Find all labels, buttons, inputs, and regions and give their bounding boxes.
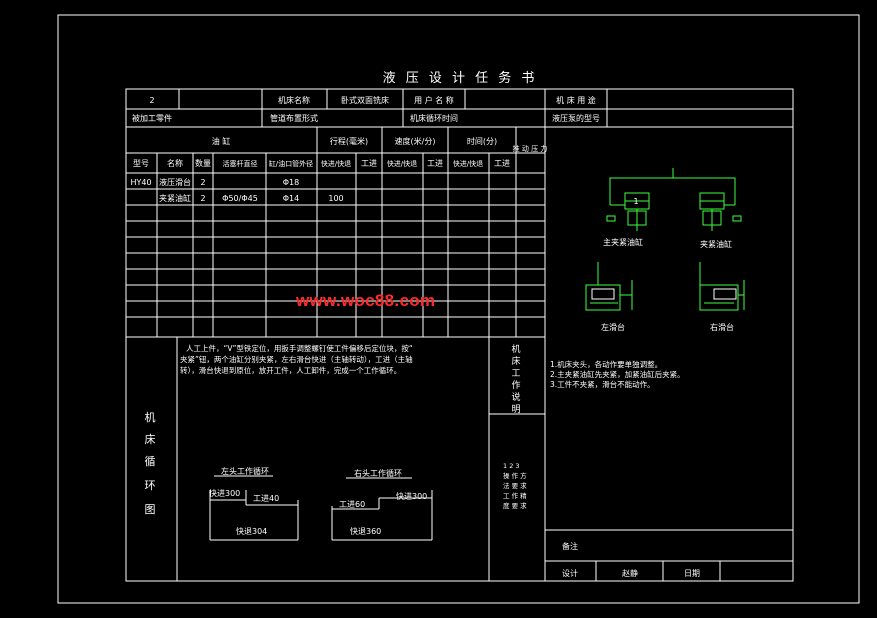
col-pipe: 缸/油口管外径 (269, 159, 313, 168)
svg-text:法 要 求: 法 要 求 (503, 481, 527, 490)
workpiece-label: 被加工零件 (132, 113, 172, 123)
form-border (125, 88, 794, 582)
svg-text:操 作 方: 操 作 方 (503, 471, 527, 480)
col-model: 型号 (133, 159, 149, 168)
col-travel-fast: 快进/快退 (321, 159, 351, 168)
main-clamp-label: 主夹紧油缸 (603, 237, 643, 247)
machine-name-label: 机床名称 (278, 95, 310, 105)
svg-text:度 要 求: 度 要 求 (503, 501, 527, 510)
pressure-header: 推 动 压 力 (513, 144, 548, 153)
right-cycle-title: 右头工作循环 (354, 468, 402, 478)
machine-name-value: 卧式双面铣床 (341, 95, 389, 105)
sequence-number: 2 (149, 96, 154, 105)
work-note-3: 3.工件不夹紧，滑台不能动作。 (550, 379, 655, 389)
left-cycle-title: 左头工作循环 (221, 466, 269, 476)
cylinder-table-grid (126, 127, 546, 581)
col-time-work: 工进 (494, 159, 510, 168)
svg-text:1 2 3: 1 2 3 (503, 462, 520, 470)
cylinder-group-header: 油 缸 (212, 136, 231, 146)
svg-text:明: 明 (511, 404, 520, 415)
pump-model-label: 液压泵的型号 (552, 113, 600, 123)
right-slide-label: 右滑台 (710, 322, 734, 332)
svg-text:机: 机 (145, 410, 156, 424)
svg-text:工: 工 (511, 369, 520, 379)
row2-qty: 2 (200, 194, 205, 203)
svg-text:床: 床 (145, 432, 156, 446)
right-work: 工进60 (339, 500, 365, 509)
left-fast-back: 快退304 (236, 526, 267, 536)
cycle-description: 人工上件，“V”型铁定位，用扳手调整螺钉使工件偏移后定位块，按“夹紧”钮，两个油… (180, 343, 413, 375)
svg-text:环: 环 (145, 479, 156, 492)
col-speed-fast: 快进/快退 (387, 159, 417, 168)
col-travel-work: 工进 (361, 159, 377, 168)
svg-text:循: 循 (145, 455, 156, 468)
date-label: 日期 (684, 569, 700, 578)
work-desc-label-vertical: 机 床 工 作 说 明 (511, 343, 520, 415)
document-title: 液 压 设 计 任 务 书 (383, 70, 538, 86)
row2-travel: 100 (328, 194, 343, 203)
valve-mark: 1 (633, 197, 638, 206)
row1-name: 液压滑台 (159, 177, 191, 187)
left-cycle-diagram (209, 475, 299, 541)
right-fast-in: 快进300 (396, 491, 427, 501)
requirements-label: 1 2 3 操 作 方 法 要 求 工 作 精 度 要 求 (503, 462, 527, 510)
left-slide-label: 左滑台 (601, 322, 625, 332)
left-work: 工进40 (253, 494, 279, 503)
work-notes: 1.机床夹头，各动作要单独调整。 2.主夹紧油缸先夹紧，加紧油缸后夹紧。 3.工… (550, 359, 685, 389)
svg-text:床: 床 (511, 355, 520, 367)
outer-frame (57, 14, 860, 604)
row1-qty: 2 (200, 178, 205, 187)
svg-text:图: 图 (145, 503, 156, 516)
col-bore: 活塞杆直径 (223, 159, 258, 168)
row2-bore: Φ50/Φ45 (222, 194, 258, 203)
col-time-fast: 快进/快退 (453, 159, 483, 168)
cycle-time-label: 机床循环时间 (410, 113, 458, 123)
right-cycle-diagram (331, 477, 433, 541)
slide-units (585, 262, 745, 311)
svg-text:作: 作 (511, 379, 520, 391)
col-speed-work: 工进 (427, 159, 443, 168)
work-note-1: 1.机床夹头，各动作要单独调整。 (550, 359, 662, 369)
machine-use-label: 机 床 用 途 (556, 95, 596, 105)
col-qty: 数量 (195, 158, 211, 168)
cycle-label-vertical: 机 床 循 环 图 (145, 410, 156, 516)
left-fast-in: 快进300 (209, 488, 240, 498)
travel-group-header: 行程(毫米) (330, 136, 368, 146)
hydraulic-circuit (606, 168, 742, 231)
row2-pipe: Φ14 (283, 194, 299, 203)
row1-model: HY40 (130, 178, 151, 187)
designer-name: 赵静 (622, 568, 638, 578)
svg-text:工 作 精: 工 作 精 (503, 491, 527, 500)
header-grid (126, 89, 793, 128)
remarks-label: 备注 (562, 541, 578, 551)
col-name: 名称 (167, 158, 183, 168)
design-label: 设计 (562, 568, 578, 578)
user-name-label: 用 户 名 称 (414, 95, 454, 105)
work-note-2: 2.主夹紧油缸先夹紧，加紧油缸后夹紧。 (550, 369, 685, 379)
svg-text:机: 机 (511, 343, 520, 355)
row1-pipe: Φ18 (283, 178, 299, 187)
row2-name: 夹紧油缸 (159, 193, 191, 203)
clamp-cylinder-label: 夹紧油缸 (700, 239, 732, 249)
svg-text:说: 说 (511, 391, 520, 403)
pipe-layout-label: 管道布置形式 (270, 113, 318, 123)
cycle-section-grid (176, 337, 793, 581)
watermark: www.woc88.com (296, 291, 436, 310)
right-fast-back: 快退360 (350, 526, 381, 536)
speed-group-header: 速度(米/分) (395, 136, 436, 146)
time-group-header: 时间(分) (467, 136, 497, 146)
